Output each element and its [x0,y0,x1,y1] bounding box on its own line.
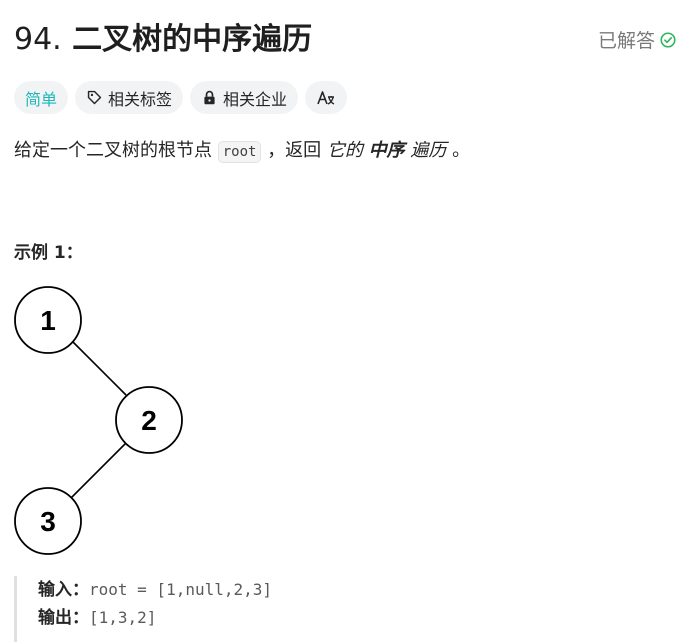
description-em-2: 遍历 [410,140,447,161]
related-tags-button[interactable]: 相关标签 [75,81,184,114]
tree-node-1 [14,286,82,354]
problem-title: 94. 二叉树的中序遍历 [14,20,312,60]
output-label: 输出： [38,608,89,628]
code-root: root [217,141,262,163]
problem-number: 94. [14,22,62,57]
tree-node-3 [14,487,82,555]
example-io-block: 输入：root = [1,null,2,3] 输出：[1,3,2] [14,576,414,642]
description-em-1: 它的 [326,140,363,161]
tree-node-1-label: 1 [40,305,56,336]
problem-title-text: 二叉树的中序遍历 [72,22,313,57]
tag-row: 简单 相关标签 相关企业 [14,81,348,114]
tree-node-2-label: 2 [141,405,157,436]
problem-description: 给定一个二叉树的根节点 root ，返回 它的 中序 遍历 。 [14,136,470,167]
example-tree-image: 1 2 3 [14,286,183,555]
related-companies-label: 相关企业 [223,89,288,109]
solved-label: 已解答 [597,30,655,52]
difficulty-label: 简单 [25,89,58,109]
translate-icon [317,90,335,105]
output-value: [1,3,2] [89,608,157,627]
example-input-line: 输入：root = [1,null,2,3] [38,576,414,604]
example-title: 示例 1： [14,243,83,263]
description-suffix: 。 [452,140,471,161]
input-label: 输入： [38,580,89,600]
tree-node-3-label: 3 [40,506,56,537]
input-value: root = [1,null,2,3] [89,580,273,599]
tree-edge-2-3 [70,442,127,499]
description-text: 给定一个二叉树的根节点 [14,140,212,161]
description-text-2: ，返回 [267,140,322,161]
lock-icon [204,90,215,105]
tag-icon [87,90,102,105]
difficulty-badge[interactable]: 简单 [14,81,69,114]
solved-status: 已解答 [598,26,677,53]
description-strong: 中序 [368,140,405,161]
tree-node-2 [115,386,183,454]
translate-button[interactable] [305,81,348,114]
related-companies-button[interactable]: 相关企业 [190,81,299,114]
tree-edge-1-2 [70,339,127,396]
related-tags-label: 相关标签 [108,89,173,109]
problem-header: 94. 二叉树的中序遍历 已解答 [14,20,677,60]
example-output-line: 输出：[1,3,2] [38,604,414,632]
check-circle-icon [660,31,676,48]
